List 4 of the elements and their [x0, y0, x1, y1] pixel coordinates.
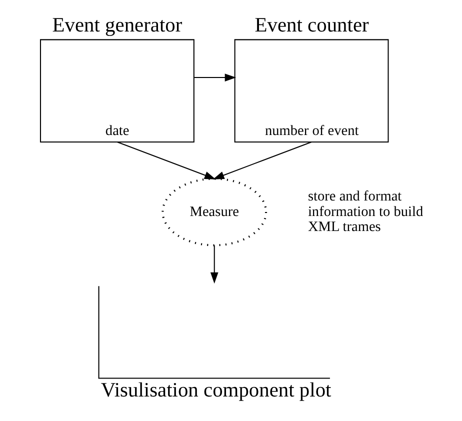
node-label: Event counter [254, 14, 368, 36]
node-label: Event generator [52, 14, 182, 36]
node-label: store and format information to build XML trames [307, 188, 423, 235]
node-text: Visulisation component plot [100, 379, 331, 402]
